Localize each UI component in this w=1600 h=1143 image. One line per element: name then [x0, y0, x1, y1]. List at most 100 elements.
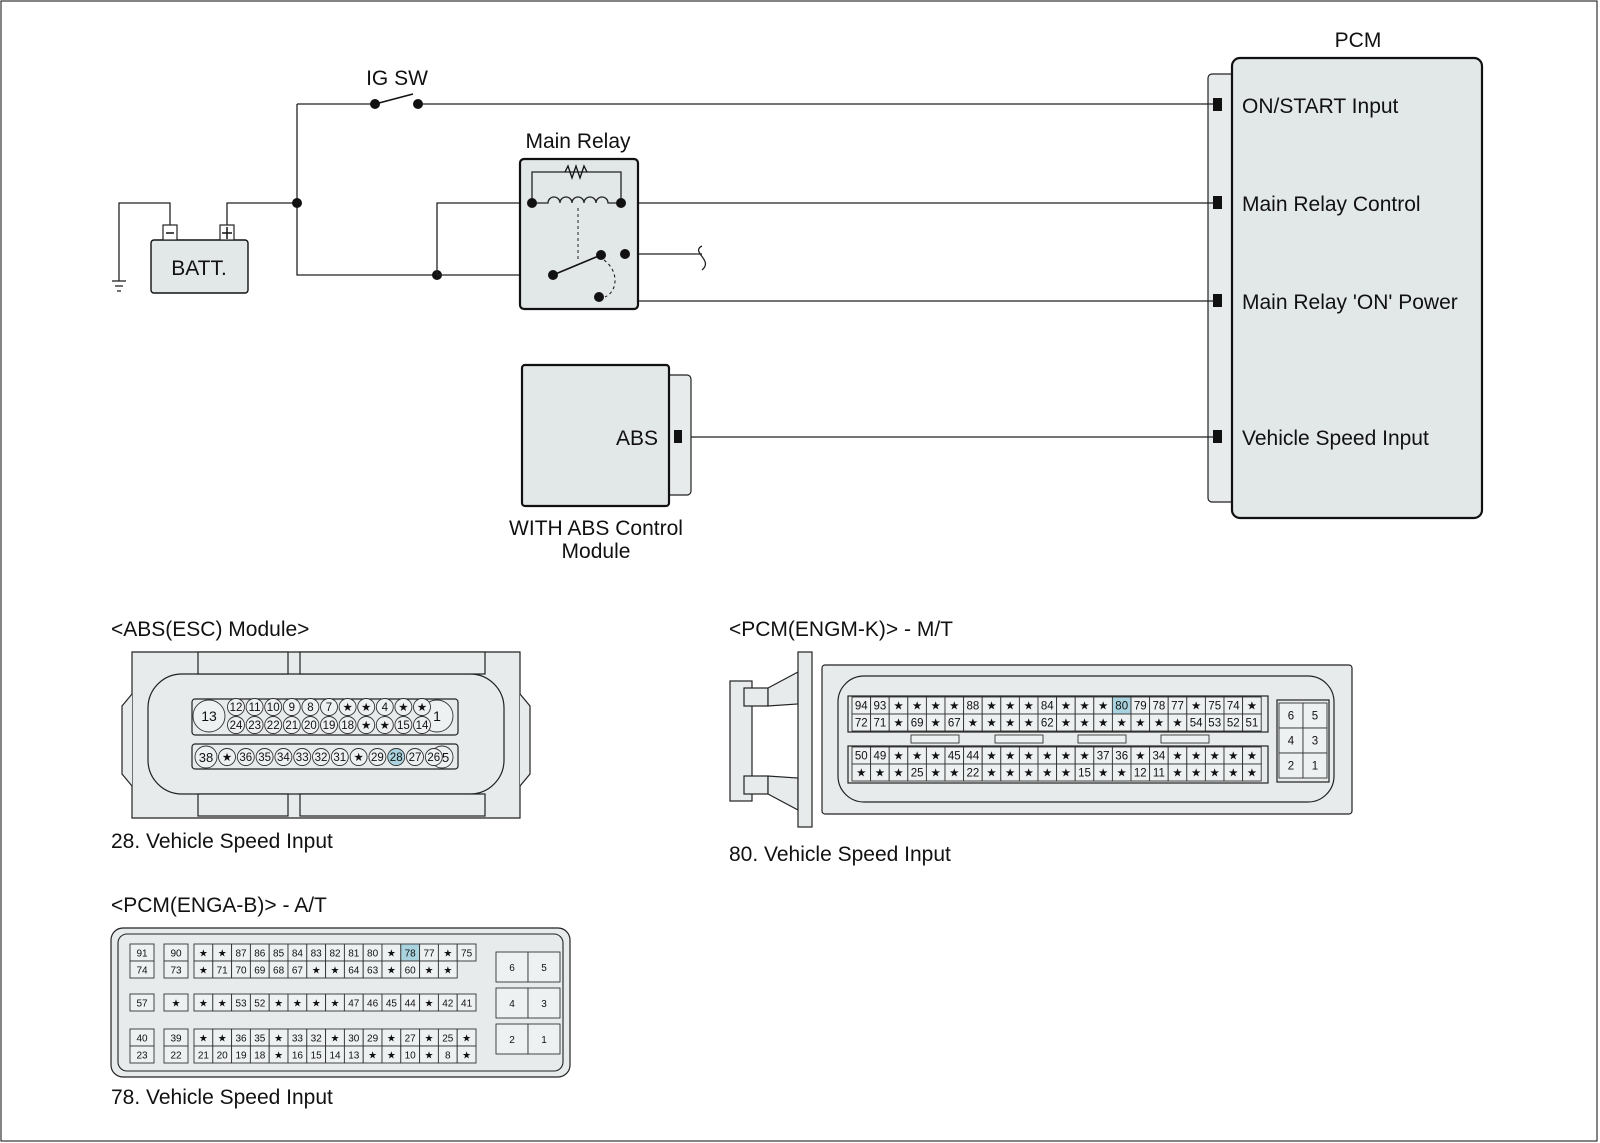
engab-pin: ★: [193, 993, 214, 1012]
svg-text:★: ★: [462, 1034, 471, 1045]
engmk-connector-title: <PCM(ENGM-K)> - M/T: [729, 618, 953, 641]
svg-text:35: 35: [254, 1034, 266, 1045]
engmk-side-pin: 6: [1278, 702, 1304, 729]
engab-pin: 82: [325, 943, 345, 962]
svg-text:★: ★: [1061, 751, 1071, 763]
svg-text:69: 69: [911, 718, 924, 730]
engmk-pin: ★: [944, 696, 965, 715]
engmk-pin: ★: [888, 746, 909, 765]
engab-pin: 69: [249, 960, 270, 979]
svg-text:41: 41: [461, 999, 473, 1010]
engmk-pin: 72: [851, 713, 872, 732]
engab-pin: 84: [287, 943, 308, 962]
engab-pin: 81: [343, 943, 364, 962]
engmk-pin: 44: [963, 746, 983, 765]
engmk-pin: ★: [1223, 763, 1244, 782]
svg-text:★: ★: [361, 702, 371, 714]
svg-text:32: 32: [311, 1034, 323, 1045]
engab-pin: 47: [343, 993, 364, 1012]
svg-text:★: ★: [949, 701, 959, 713]
svg-text:34: 34: [1153, 751, 1166, 763]
engmk-pin: 52: [1223, 713, 1244, 732]
engmk-pin: ★: [1130, 713, 1151, 732]
engab-pin: 86: [249, 943, 270, 962]
ig-sw-label: IG SW: [366, 67, 428, 90]
svg-text:12: 12: [1134, 768, 1147, 780]
engmk-pin: 84: [1037, 696, 1058, 715]
engab-pin: 52: [249, 993, 270, 1012]
engab-pin: ★: [193, 960, 214, 979]
svg-text:1: 1: [1312, 761, 1318, 773]
svg-text:11: 11: [1153, 768, 1165, 780]
svg-text:22: 22: [170, 1051, 182, 1062]
svg-text:★: ★: [417, 702, 427, 714]
svg-text:30: 30: [348, 1034, 360, 1045]
engab-pin: ★: [381, 1028, 402, 1047]
engmk-pin: ★: [1000, 746, 1020, 765]
engab-pin: ★: [287, 993, 308, 1012]
engab-pin: 18: [249, 1045, 270, 1064]
engmk-side-pin: 2: [1278, 752, 1304, 779]
svg-text:★: ★: [986, 751, 996, 763]
svg-text:33: 33: [292, 1034, 304, 1045]
abs-pin: 28: [387, 748, 406, 766]
abs-pin: 19: [320, 716, 338, 734]
svg-text:82: 82: [329, 949, 341, 960]
engmk-pin: 80: [1111, 696, 1132, 715]
engab-pin: 75: [456, 943, 477, 962]
svg-text:★: ★: [218, 1034, 227, 1045]
main-relay-label: Main Relay: [525, 130, 631, 153]
abs-connector-pins: 131121110987★★4★★24232221201918★★1514382…: [192, 698, 454, 769]
svg-text:★: ★: [398, 702, 408, 714]
engmk-pin: ★: [1056, 696, 1076, 715]
ground-symbol: [112, 202, 171, 292]
svg-text:86: 86: [254, 949, 266, 960]
svg-text:62: 62: [1041, 718, 1054, 730]
engab-pin: ★: [437, 960, 458, 979]
svg-text:★: ★: [1005, 701, 1015, 713]
svg-text:★: ★: [1172, 768, 1182, 780]
engmk-key-slot: [910, 734, 960, 744]
engab-pin: ★: [268, 1045, 289, 1064]
svg-text:22: 22: [967, 768, 980, 780]
svg-text:75: 75: [461, 949, 473, 960]
svg-text:81: 81: [348, 949, 360, 960]
engab-side-pin: 3: [527, 987, 561, 1019]
svg-text:★: ★: [893, 751, 903, 763]
svg-text:★: ★: [1079, 701, 1089, 713]
svg-text:★: ★: [312, 999, 321, 1010]
pcm-pin-vehicle-speed: Vehicle Speed Input: [1242, 427, 1429, 450]
svg-text:★: ★: [331, 1034, 340, 1045]
svg-text:53: 53: [235, 999, 247, 1010]
engmk-key-slot: [1160, 734, 1210, 744]
engab-pin: 32: [306, 1028, 327, 1047]
svg-text:★: ★: [1024, 701, 1034, 713]
svg-text:84: 84: [1041, 701, 1054, 713]
engmk-pin: ★: [1018, 763, 1039, 782]
svg-text:★: ★: [1024, 768, 1034, 780]
svg-text:78: 78: [405, 949, 417, 960]
svg-text:★: ★: [425, 999, 434, 1010]
svg-text:★: ★: [1079, 751, 1089, 763]
abs-pin: 14: [413, 716, 431, 734]
svg-text:15: 15: [397, 720, 410, 732]
svg-text:26: 26: [427, 752, 440, 764]
svg-text:29: 29: [371, 752, 384, 764]
svg-text:★: ★: [1098, 768, 1108, 780]
svg-text:38: 38: [199, 750, 213, 765]
svg-text:34: 34: [277, 752, 290, 764]
svg-text:63: 63: [367, 966, 379, 977]
svg-text:68: 68: [273, 966, 285, 977]
engab-pin: ★: [456, 1045, 477, 1064]
svg-text:67: 67: [948, 718, 961, 730]
engmk-pin: ★: [888, 696, 909, 715]
svg-text:★: ★: [425, 966, 434, 977]
svg-text:19: 19: [323, 720, 336, 732]
engmk-pin: ★: [1167, 746, 1188, 765]
engab-pin: 91: [129, 943, 155, 962]
engmk-pin: ★: [888, 713, 909, 732]
engmk-pin: 15: [1074, 763, 1095, 782]
